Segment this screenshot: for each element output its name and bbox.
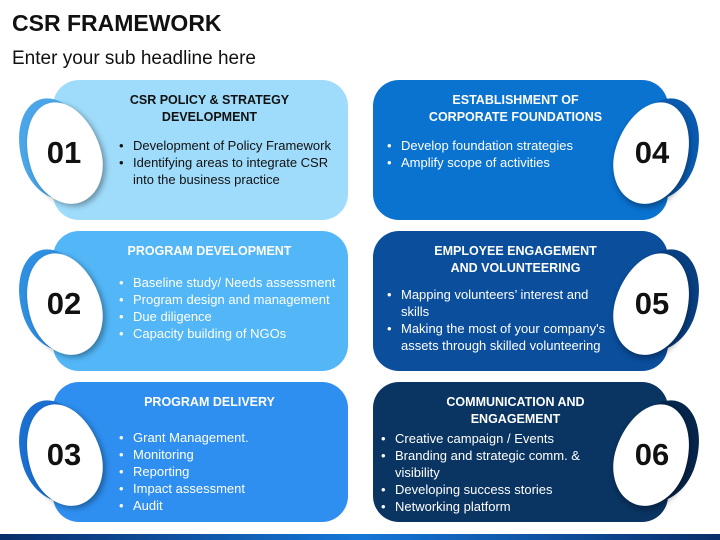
list-item: Development of Policy Framework xyxy=(117,137,338,154)
card-03-title-line1: PROGRAM DELIVERY xyxy=(144,395,275,409)
card-01: CSR POLICY & STRATEGY DEVELOPMENT Develo… xyxy=(53,80,348,220)
card-03-bullet-list: Grant Management. Monitoring Reporting I… xyxy=(117,429,338,514)
badge-05: 05 xyxy=(601,239,713,365)
card-01-title-line1: CSR POLICY & STRATEGY xyxy=(129,93,290,107)
card-04-title: ESTABLISHMENT OF CORPORATE FOUNDATIONS xyxy=(373,92,668,126)
card-05-title-line1: EMPLOYEE ENGAGEMENT xyxy=(434,244,597,258)
card-02: PROGRAM DEVELOPMENT Baseline study/ Need… xyxy=(53,231,348,371)
card-06-title-line2: ENGAGEMENT xyxy=(470,412,561,426)
badge-06: 06 xyxy=(601,390,713,516)
badge-01: 01 xyxy=(5,88,115,214)
list-item: Baseline study/ Needs assessment xyxy=(117,274,338,291)
list-item: Mapping volunteers’ interest and skills xyxy=(385,286,608,320)
card-04-title-line2: CORPORATE FOUNDATIONS xyxy=(428,110,603,124)
list-item: Amplify scope of activities xyxy=(385,154,608,171)
badge-03-number: 03 xyxy=(46,437,82,472)
card-03: PROGRAM DELIVERY Grant Management. Monit… xyxy=(53,382,348,522)
list-item: Branding and strategic comm. & visibilit… xyxy=(379,447,608,481)
card-05-bullet-list: Mapping volunteers’ interest and skills … xyxy=(385,286,608,354)
list-item: Due diligence xyxy=(117,308,338,325)
card-03-title: PROGRAM DELIVERY xyxy=(53,394,348,411)
list-item: Networking platform xyxy=(379,498,608,515)
card-04-bullet-list: Develop foundation strategies Amplify sc… xyxy=(385,137,608,171)
list-item: Creative campaign / Events xyxy=(379,430,608,447)
list-item: Monitoring xyxy=(117,446,338,463)
card-01-title: CSR POLICY & STRATEGY DEVELOPMENT xyxy=(53,92,348,126)
card-05-title: EMPLOYEE ENGAGEMENT AND VOLUNTEERING xyxy=(373,243,668,277)
card-06: COMMUNICATION AND ENGAGEMENT Creative ca… xyxy=(373,382,668,522)
badge-02: 02 xyxy=(5,239,115,365)
card-01-bullet-list: Development of Policy Framework Identify… xyxy=(117,137,338,188)
card-01-title-line2: DEVELOPMENT xyxy=(161,110,258,124)
badge-04: 04 xyxy=(601,88,713,214)
footer-bar xyxy=(0,534,720,540)
list-item: Reporting xyxy=(117,463,338,480)
card-05-title-line2: AND VOLUNTEERING xyxy=(450,261,581,275)
card-06-bullet-list: Creative campaign / Events Branding and … xyxy=(379,430,608,515)
card-02-title: PROGRAM DEVELOPMENT xyxy=(53,243,348,260)
badge-06-number: 06 xyxy=(634,437,670,472)
card-06-title: COMMUNICATION AND ENGAGEMENT xyxy=(373,394,668,428)
badge-05-number: 05 xyxy=(634,286,670,321)
card-02-bullet-list: Baseline study/ Needs assessment Program… xyxy=(117,274,338,342)
list-item: Develop foundation strategies xyxy=(385,137,608,154)
list-item: Developing success stories xyxy=(379,481,608,498)
list-item: Identifying areas to integrate CSR into … xyxy=(117,154,338,188)
badge-01-number: 01 xyxy=(46,135,82,170)
card-06-title-line1: COMMUNICATION AND xyxy=(446,395,585,409)
list-item: Audit xyxy=(117,497,338,514)
badge-04-number: 04 xyxy=(634,135,670,170)
badge-03: 03 xyxy=(5,390,115,516)
list-item: Grant Management. xyxy=(117,429,338,446)
list-item: Making the most of your company's assets… xyxy=(385,320,608,354)
page-subtitle: Enter your sub headline here xyxy=(12,48,256,69)
card-04-title-line1: ESTABLISHMENT OF xyxy=(452,93,579,107)
badge-02-number: 02 xyxy=(46,286,82,321)
list-item: Impact assessment xyxy=(117,480,338,497)
list-item: Program design and management xyxy=(117,291,338,308)
list-item: Capacity building of NGOs xyxy=(117,325,338,342)
page-title: CSR FRAMEWORK xyxy=(12,10,222,36)
card-02-title-line1: PROGRAM DEVELOPMENT xyxy=(127,244,292,258)
